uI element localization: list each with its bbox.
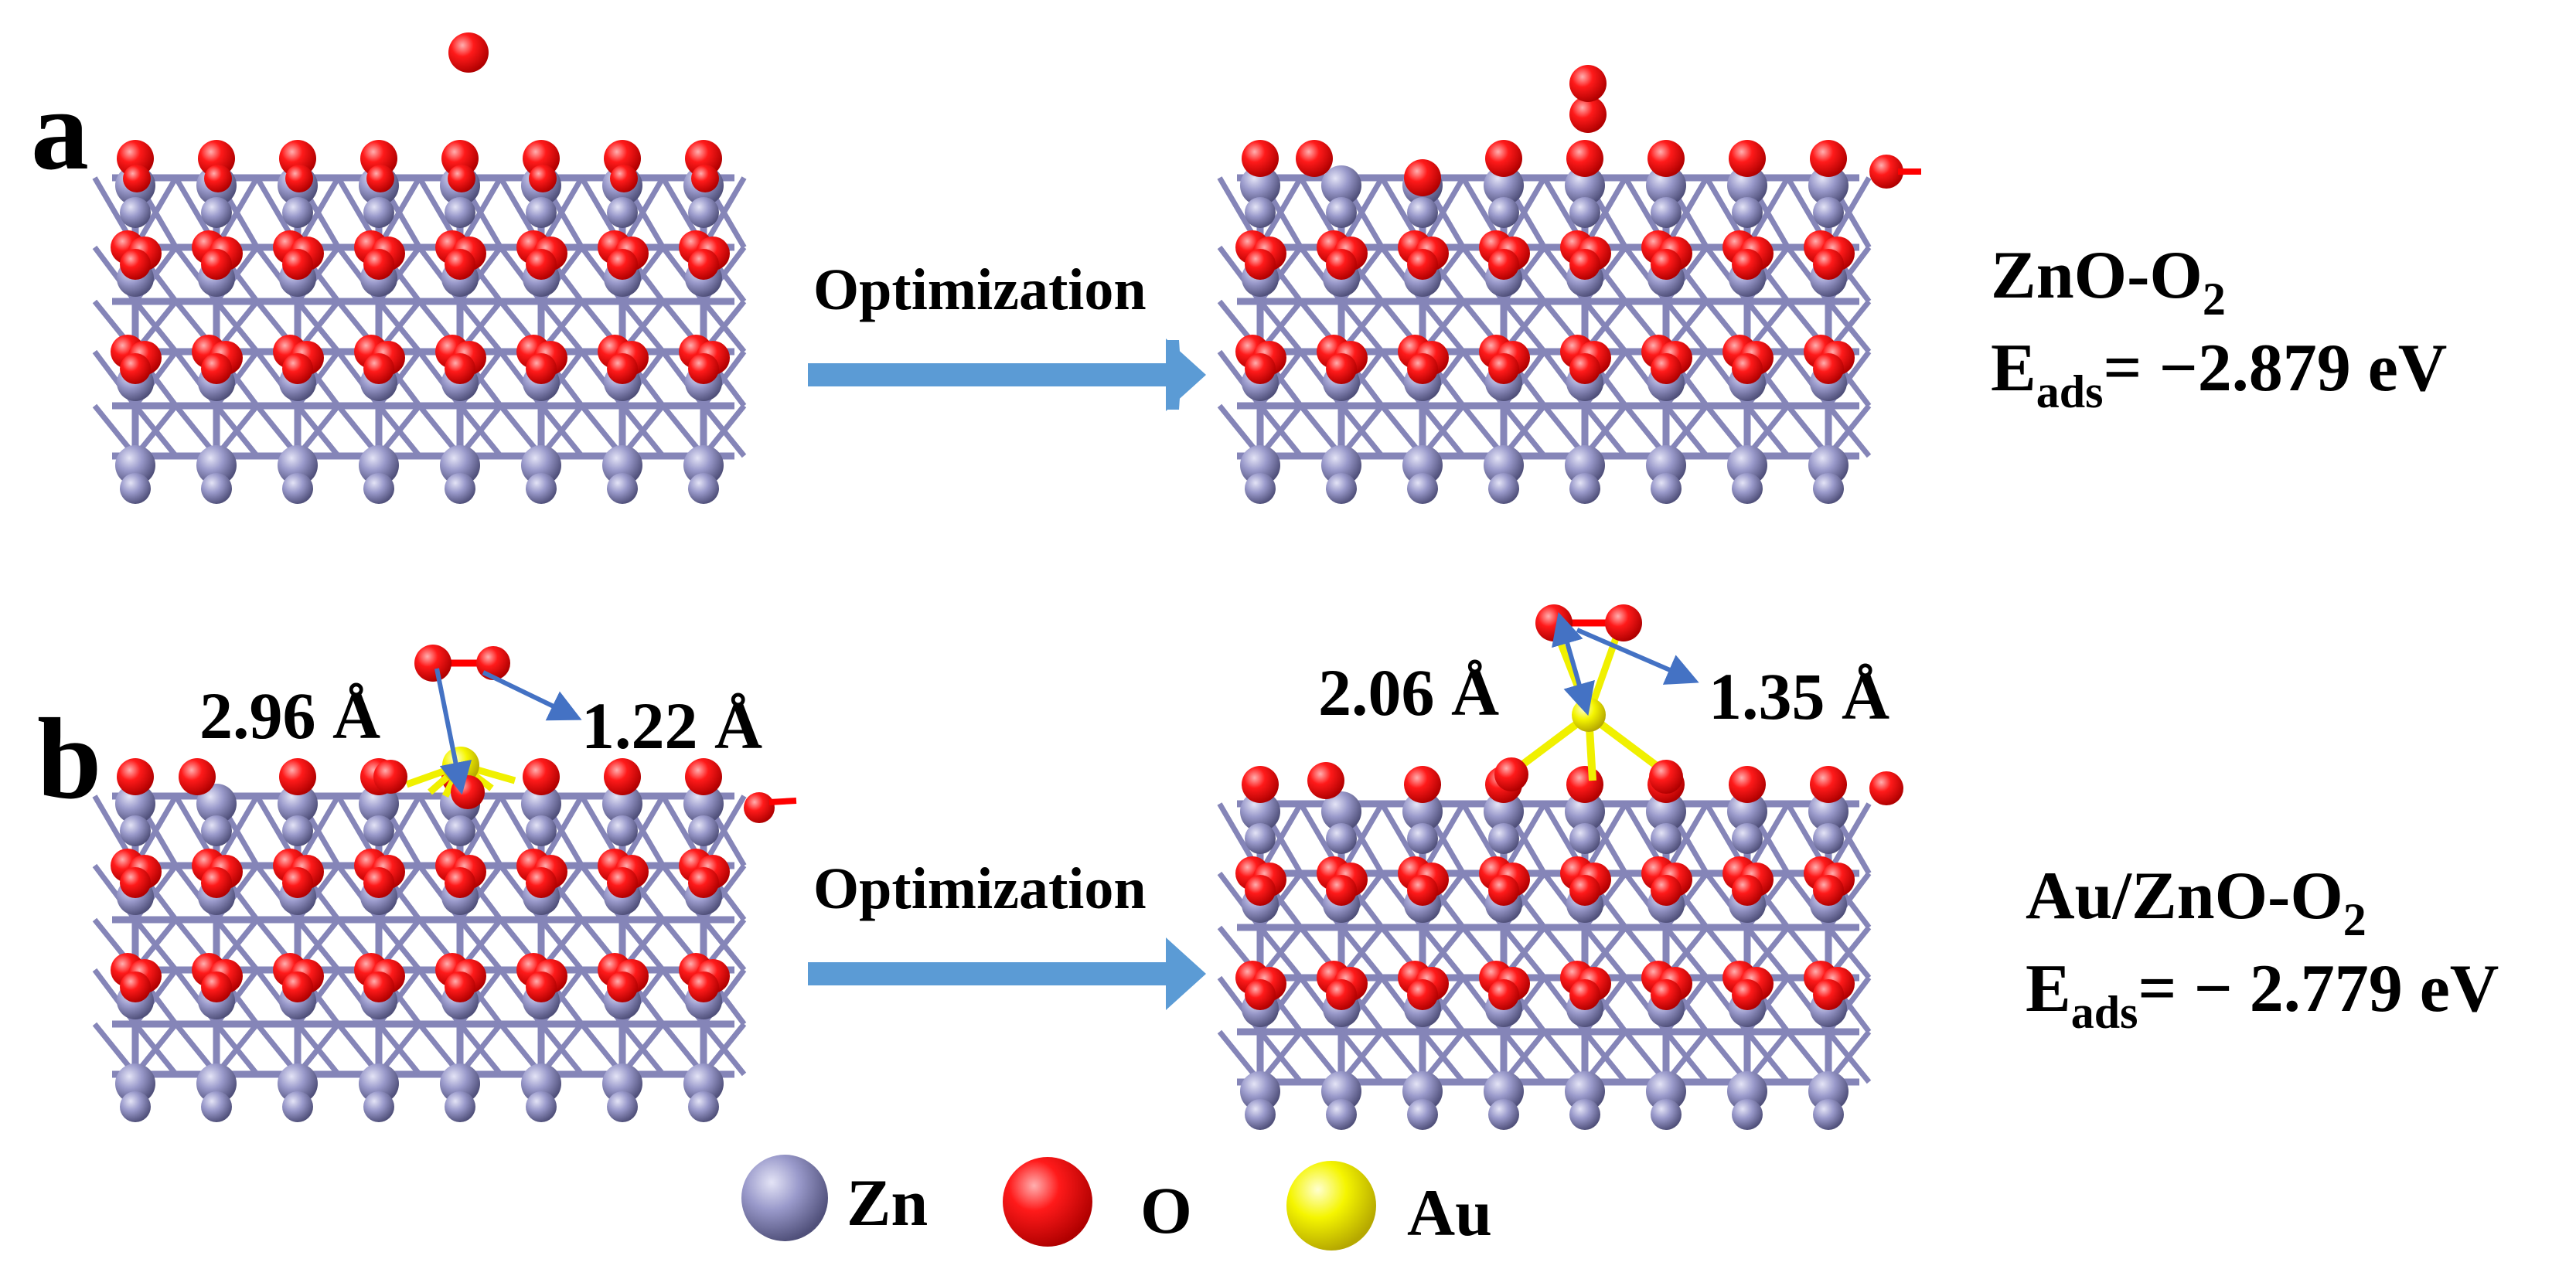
- surface-oxygen: [117, 140, 722, 192]
- adsorbed-o2-molecule: [1569, 65, 1607, 133]
- surface-oxygen: [1242, 762, 1847, 803]
- pointer-au-o-after: [1552, 611, 1595, 716]
- au-adatom-cluster: [1494, 624, 1683, 794]
- adsorption-energy-b: Eads= − 2.779 eV: [2026, 951, 2499, 1038]
- pointer-o-o-before: [482, 670, 582, 721]
- distance-o-o-before: 1.22 Å: [581, 689, 762, 763]
- optimization-label-a: Optimization: [813, 257, 1147, 322]
- lattice-atoms: [1235, 165, 1855, 504]
- lattice-bonds: [92, 792, 747, 1097]
- optimization-arrow-a: [808, 339, 1206, 411]
- panel-label-a: a: [31, 66, 89, 194]
- zn-atom-icon: [741, 1155, 828, 1241]
- legend-label-zn: Zn: [847, 1165, 928, 1240]
- legend-label-au: Au: [1407, 1176, 1492, 1250]
- lattice-bonds: [92, 174, 747, 479]
- surface-oxygen: [1242, 140, 1847, 196]
- adsorption-energy-a: Eads= −2.879 eV: [1991, 331, 2447, 417]
- distance-o-o-after: 1.35 Å: [1709, 659, 1889, 733]
- optimization-label-b: Optimization: [813, 856, 1147, 921]
- system-name-a: ZnO-O2: [1991, 238, 2226, 325]
- optimization-arrow-b: [808, 937, 1206, 1010]
- au-atom-icon: [1286, 1161, 1376, 1250]
- slab-a-before: [92, 32, 747, 504]
- lattice-atoms: [111, 165, 730, 504]
- slab-b-before: [92, 645, 797, 1122]
- panel-label-b: b: [37, 695, 101, 823]
- pointer-o-o-after: [1576, 628, 1699, 685]
- legend: Zn O Au: [741, 1155, 1492, 1250]
- legend-label-o: O: [1140, 1173, 1192, 1247]
- pointer-au-o-before: [434, 668, 472, 795]
- distance-au-o-before: 2.96 Å: [199, 679, 380, 753]
- lattice-bonds: [1217, 800, 1872, 1105]
- lattice-bonds: [1217, 174, 1872, 479]
- lattice-atoms: [1235, 791, 1855, 1130]
- o-atom-icon: [1003, 1157, 1092, 1247]
- slab-a-after: [1217, 65, 1921, 504]
- slab-b-after: [1217, 604, 1903, 1130]
- system-name-b: Au/ZnO-O2: [2026, 859, 2366, 945]
- adsorbed-o2-molecule: [448, 32, 489, 73]
- lattice-atoms: [111, 784, 730, 1122]
- distance-au-o-after: 2.06 Å: [1318, 655, 1499, 730]
